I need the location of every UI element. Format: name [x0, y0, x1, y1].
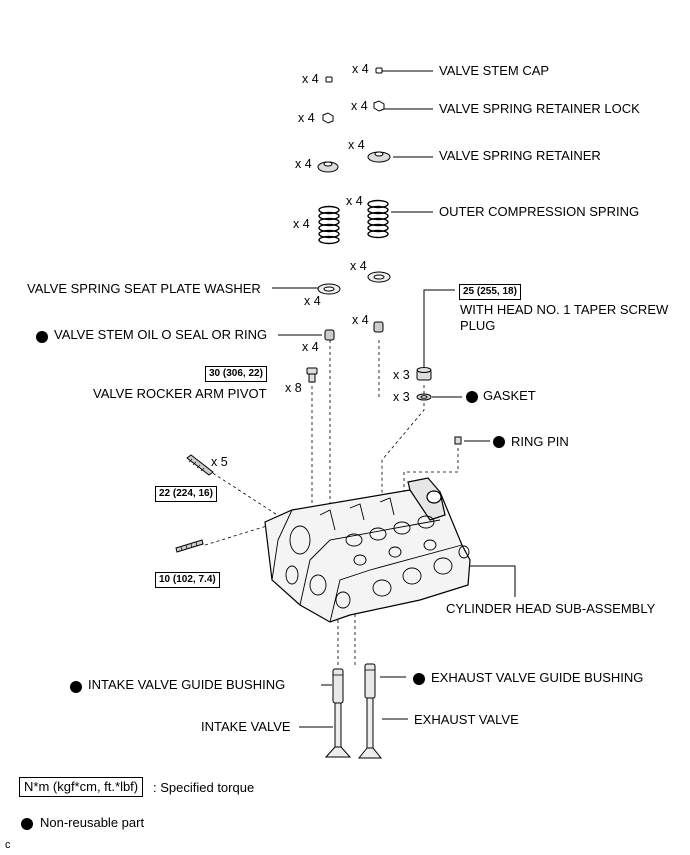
- legend-nonreusable-dot: [21, 818, 33, 830]
- qty-lock-left: x 4: [298, 111, 315, 125]
- label-valve-stem-cap: VALVE STEM CAP: [439, 63, 550, 78]
- qty-cap-right: x 4: [352, 62, 369, 76]
- torque-stud-upper: 22 (224, 16): [155, 486, 217, 502]
- qty-seal-right: x 4: [352, 313, 369, 327]
- label-ring-pin: RING PIN: [511, 434, 569, 449]
- label-taper-screw-plug-line1: WITH HEAD NO. 1 TAPER SCREW: [460, 302, 669, 317]
- qty-stud: x 5: [211, 455, 228, 469]
- nonreusable-mark-exhaust-bushing: [413, 673, 425, 685]
- qty-spring-right: x 4: [346, 194, 363, 208]
- label-outer-compression-spring: OUTER COMPRESSION SPRING: [439, 204, 640, 219]
- label-valve-spring-retainer: VALVE SPRING RETAINER: [439, 148, 601, 163]
- legend-torque-desc: : Specified torque: [153, 780, 255, 795]
- nonreusable-mark-oil-seal: [36, 331, 48, 343]
- legend-nonreusable: Non-reusable part: [40, 815, 145, 830]
- label-valve-spring-seat-plate-washer: VALVE SPRING SEAT PLATE WASHER: [27, 281, 261, 296]
- torque-pivot: 30 (306, 22): [205, 366, 267, 382]
- nonreusable-mark-intake-bushing: [70, 681, 82, 693]
- label-gasket: GASKET: [483, 388, 536, 403]
- label-valve-spring-retainer-lock: VALVE SPRING RETAINER LOCK: [439, 101, 640, 116]
- legend-torque-unit: N*m (kgf*cm, ft.*lbf): [19, 777, 144, 797]
- corner-letter: c: [5, 839, 11, 851]
- label-cylinder-head: CYLINDER HEAD SUB-ASSEMBLY: [446, 601, 656, 616]
- label-exhaust-valve-guide-bushing: EXHAUST VALVE GUIDE BUSHING: [431, 670, 644, 685]
- label-valve-stem-oil-seal: VALVE STEM OIL O SEAL OR RING: [54, 327, 268, 342]
- torque-stud-lower: 10 (102, 7.4): [155, 572, 220, 588]
- qty-plug: x 3: [393, 368, 410, 382]
- qty-pivot: x 8: [285, 381, 302, 395]
- qty-lock-right: x 4: [351, 99, 368, 113]
- label-valve-rocker-arm-pivot: VALVE ROCKER ARM PIVOT: [93, 386, 267, 401]
- qty-seal-left: x 4: [302, 340, 319, 354]
- qty-cap-left: x 4: [302, 72, 319, 86]
- qty-retainer-left: x 4: [295, 157, 312, 171]
- label-intake-valve: INTAKE VALVE: [201, 719, 291, 734]
- nonreusable-mark-gasket: [466, 391, 478, 403]
- torque-plug: 25 (255, 18): [459, 284, 521, 300]
- qty-spring-left: x 4: [293, 217, 310, 231]
- qty-washer-right: x 4: [350, 259, 367, 273]
- qty-gasket: x 3: [393, 390, 410, 404]
- qty-retainer-right: x 4: [348, 138, 365, 152]
- label-taper-screw-plug-line2: PLUG: [460, 318, 496, 333]
- nonreusable-mark-ring-pin: [493, 436, 505, 448]
- qty-washer-left: x 4: [304, 294, 321, 308]
- label-intake-valve-guide-bushing: INTAKE VALVE GUIDE BUSHING: [88, 677, 286, 692]
- label-exhaust-valve: EXHAUST VALVE: [414, 712, 519, 727]
